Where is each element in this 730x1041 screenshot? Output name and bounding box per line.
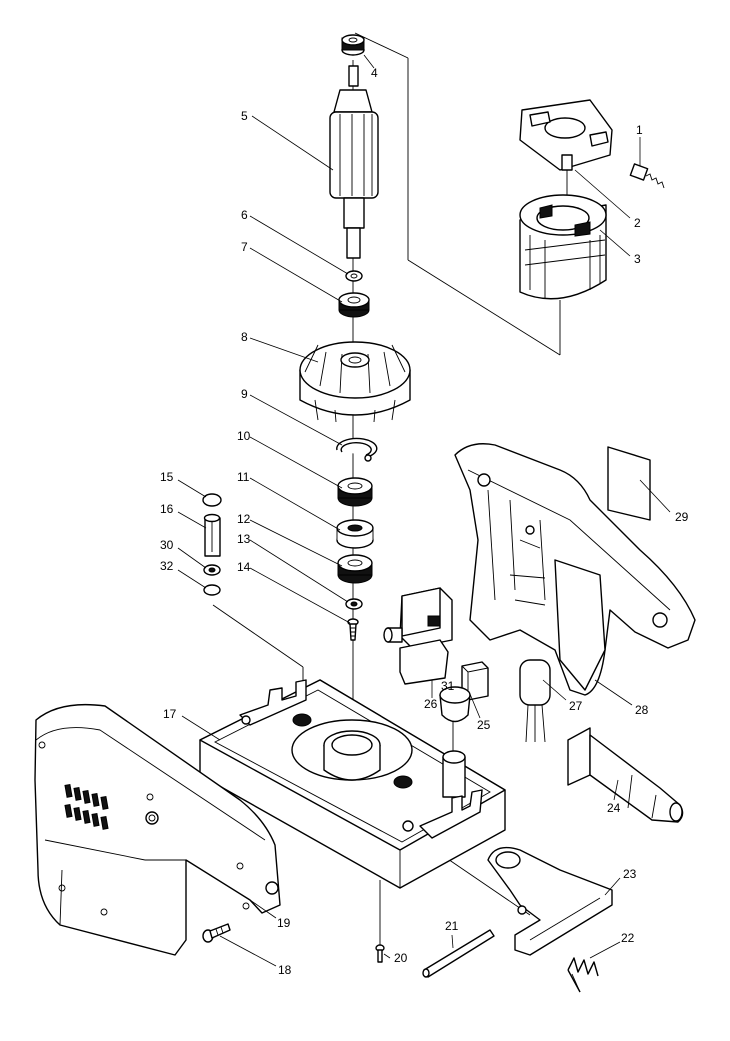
part-5-armature <box>329 65 379 259</box>
callout-20: 20 <box>394 951 408 965</box>
callout-labels: 1 2 3 4 5 6 7 8 9 10 11 12 13 14 15 16 1… <box>160 66 689 977</box>
part-17-base-plate <box>199 679 506 889</box>
part-14-screw <box>347 618 359 641</box>
part-7-bearing <box>338 292 370 318</box>
callout-6: 6 <box>241 208 248 222</box>
callout-7: 7 <box>241 240 248 254</box>
part-20-screw <box>375 944 385 963</box>
callout-3: 3 <box>634 252 641 266</box>
callout-21: 21 <box>445 919 459 933</box>
part-6-washer <box>345 270 363 282</box>
part-27-capacitor <box>519 659 551 743</box>
callout-12: 12 <box>237 512 251 526</box>
part-15-cap <box>202 493 222 507</box>
callout-26: 26 <box>424 697 438 711</box>
callout-19: 19 <box>277 916 291 930</box>
part-8-fan <box>299 341 411 423</box>
callout-15: 15 <box>160 470 174 484</box>
part-26-switch <box>383 587 453 685</box>
vent-slots <box>64 783 109 830</box>
callout-2: 2 <box>634 216 641 230</box>
part-12-bearing <box>337 554 373 584</box>
part-19-motor-housing <box>34 703 281 956</box>
part-22-spring <box>567 957 599 993</box>
part-4-bearing <box>341 34 365 56</box>
callout-17: 17 <box>163 707 177 721</box>
part-18-screw <box>202 923 231 943</box>
part-3-field-core <box>519 194 607 300</box>
part-9-retaining-ring <box>336 437 378 462</box>
callout-18: 18 <box>278 963 292 977</box>
callout-16: 16 <box>160 502 174 516</box>
part-16-sleeve <box>203 513 221 557</box>
part-32-ring <box>203 584 221 596</box>
callout-13: 13 <box>237 532 251 546</box>
part-24-cord-guard <box>567 727 684 823</box>
callout-9: 9 <box>241 387 248 401</box>
callout-8: 8 <box>241 330 248 344</box>
part-13-washer <box>345 598 363 610</box>
callout-1: 1 <box>636 123 643 137</box>
callout-24: 24 <box>607 801 621 815</box>
callout-25: 25 <box>477 718 491 732</box>
part-1-carbon-brush <box>629 163 665 189</box>
callout-5: 5 <box>241 109 248 123</box>
callout-23: 23 <box>623 867 637 881</box>
leader-lines <box>177 54 671 967</box>
part-11-bearing <box>336 519 374 549</box>
callout-11: 11 <box>237 470 250 484</box>
callout-28: 28 <box>635 703 649 717</box>
callout-27: 27 <box>569 699 583 713</box>
callout-10: 10 <box>237 429 251 443</box>
part-30-ring <box>203 564 221 576</box>
part-10-bearing <box>337 477 373 507</box>
callout-22: 22 <box>621 931 635 945</box>
part-21-shaft <box>422 929 495 978</box>
part-2-brush-holder <box>519 99 613 171</box>
part-28-handle-housing <box>454 443 696 696</box>
callout-32: 32 <box>160 559 174 573</box>
callout-14: 14 <box>237 560 251 574</box>
part-23-lever <box>487 846 613 956</box>
callout-29: 29 <box>675 510 689 524</box>
part-29-label <box>607 446 651 521</box>
callout-30: 30 <box>160 538 174 552</box>
callout-31: 31 <box>441 679 455 693</box>
callout-4: 4 <box>371 66 378 80</box>
